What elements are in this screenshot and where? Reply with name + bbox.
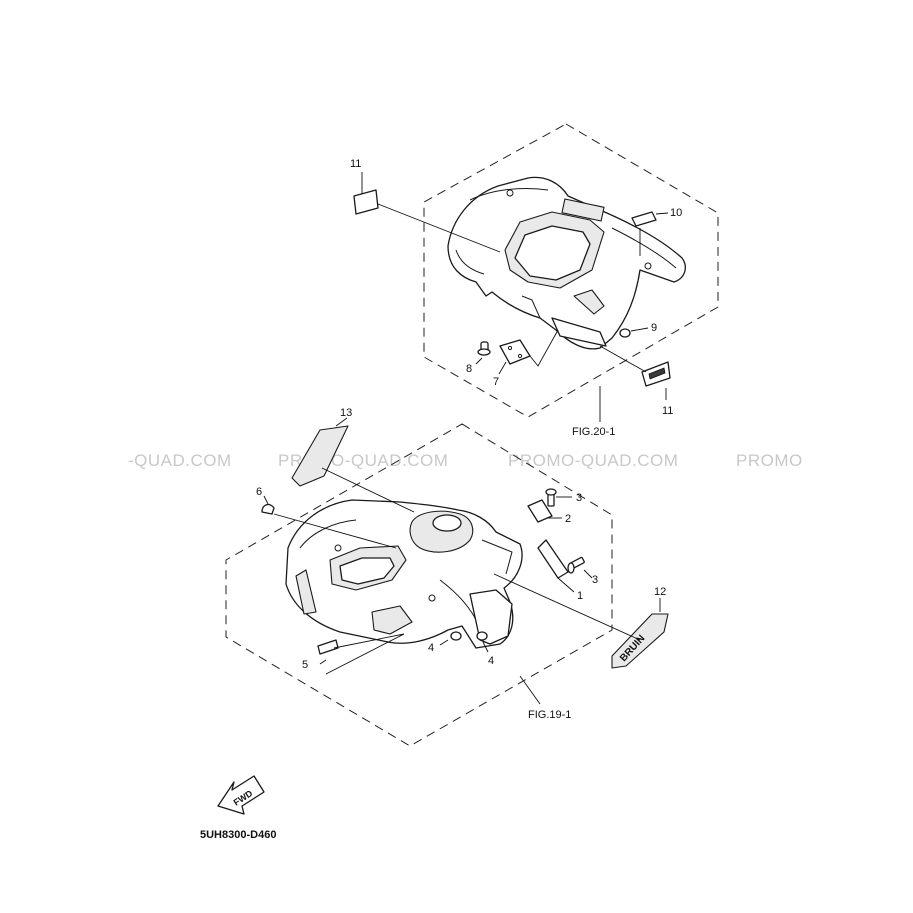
callout-11-upper: 11 <box>350 158 361 170</box>
callout-7: 7 <box>493 376 499 388</box>
callout-3-lower: 3 <box>592 574 598 586</box>
callout-12: 12 <box>654 586 666 598</box>
part-7-plate: 7 <box>493 329 559 388</box>
front-assembly-boundary <box>225 423 613 747</box>
front-fender-assembly: 13 6 3 2 3 <box>225 407 669 747</box>
part-9-grommet: 9 <box>619 322 657 338</box>
callout-8: 8 <box>466 363 472 375</box>
callout-10: 10 <box>670 207 682 219</box>
callout-9: 9 <box>651 322 657 334</box>
part-4-grommet-left: 4 <box>428 631 462 654</box>
part-11-lower-decal: 11 <box>599 345 673 417</box>
part-3-upper-screw: 3 <box>545 488 582 507</box>
part-8-clip: 8 <box>466 341 491 375</box>
part-13-decal: 13 <box>291 407 415 513</box>
watermark-3: PROMO-QUAD.COM <box>508 451 678 470</box>
part-12-bruin-decal: BRUIN 12 <box>493 573 669 669</box>
callout-4-left: 4 <box>428 642 434 654</box>
fig-reference-front: FIG.19-1 <box>528 709 571 721</box>
part-4-grommet-right: 4 <box>476 631 494 667</box>
part-1-panel: 1 <box>537 539 583 602</box>
callout-3-upper: 3 <box>576 492 582 504</box>
callout-2: 2 <box>565 513 571 525</box>
callout-4-right: 4 <box>488 655 494 667</box>
rear-fender-assembly: 11 10 9 7 8 <box>350 123 719 438</box>
part-5-decal: 5 <box>302 633 405 675</box>
drawing-code: 5UH8300-D460 <box>200 829 276 841</box>
fig-reference-rear: FIG.20-1 <box>572 426 615 438</box>
part-6-cap: 6 <box>256 486 397 549</box>
callout-1: 1 <box>577 590 583 602</box>
callout-5: 5 <box>302 659 308 671</box>
callout-6: 6 <box>256 486 262 498</box>
callout-11-lower: 11 <box>662 405 673 417</box>
forward-direction-arrow: FWD <box>217 775 265 815</box>
part-3-lower-screw: 3 <box>567 556 598 586</box>
part-11-upper-decal: 11 <box>350 158 501 253</box>
watermark-4: PROMO <box>736 451 803 470</box>
watermark-1: -QUAD.COM <box>128 451 232 470</box>
part-2-bracket: 2 <box>527 499 571 525</box>
rear-fender <box>447 176 686 350</box>
part-10-emblem: 10 <box>631 207 682 256</box>
callout-13: 13 <box>340 407 352 419</box>
watermark-strip: -QUAD.COM PROMO-QUAD.COM PROMO-QUAD.COM … <box>128 451 803 470</box>
front-fender <box>285 499 523 649</box>
